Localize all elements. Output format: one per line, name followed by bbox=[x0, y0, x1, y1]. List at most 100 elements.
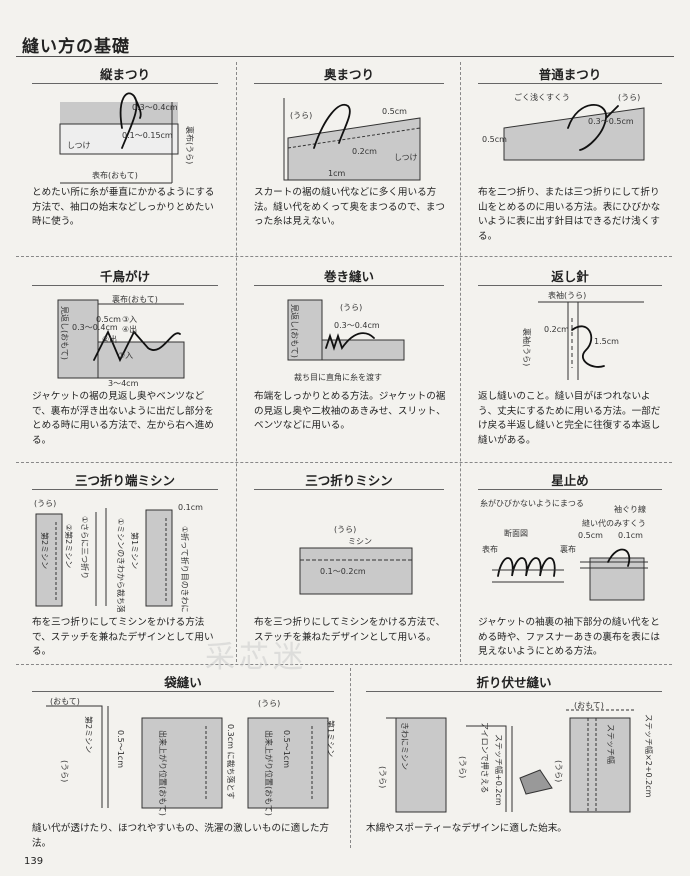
svg-text:(うら): (うら) bbox=[554, 760, 563, 782]
orifusenui-diagram: (おもて) きわにミシン (うら) アイロンで押さえる ステッチ幅+0.2cm … bbox=[378, 701, 654, 813]
heading-rule bbox=[32, 489, 218, 490]
technique-card: 千鳥がけ 裏布(おもて) 見返し(おもて) 0.3〜0.4cm 0.5cm ③入… bbox=[22, 266, 228, 460]
kaeshibari-diagram: 表袖(うら) 裏袖(うら) 0.2cm 1.5cm bbox=[522, 290, 644, 380]
svg-text:(おもて): (おもて) bbox=[50, 697, 80, 706]
svg-text:(うら): (うら) bbox=[618, 93, 640, 102]
technique-title: 袋縫い bbox=[164, 675, 202, 690]
technique-title: 三つ折り端ミシン bbox=[74, 473, 175, 488]
svg-text:裏布(うら): 裏布(うら) bbox=[185, 126, 195, 164]
svg-text:しつけ: しつけ bbox=[67, 141, 91, 150]
svg-text:②出: ②出 bbox=[102, 334, 117, 344]
svg-text:1.5cm: 1.5cm bbox=[594, 337, 619, 346]
svg-text:ごく浅くすくう: ごく浅くすくう bbox=[514, 92, 570, 102]
technique-title: 星止め bbox=[551, 473, 589, 488]
row-divider bbox=[16, 664, 672, 665]
column-divider bbox=[460, 62, 461, 662]
svg-text:0.3〜0.4cm: 0.3〜0.4cm bbox=[334, 321, 380, 330]
page-number: 139 bbox=[24, 856, 44, 867]
svg-text:(うら): (うら) bbox=[458, 756, 467, 778]
svg-text:(うら): (うら) bbox=[334, 525, 356, 534]
svg-text:出来上がり位置(おもて): 出来上がり位置(おもて) bbox=[264, 730, 274, 816]
mitsuori-hashi-mishin-diagram: (うら) ①さらに三つ折り ②第2ミシン 第2ミシン ①ミシンのきわから裁ち落と… bbox=[34, 499, 203, 612]
svg-text:表袖(うら): 表袖(うら) bbox=[548, 290, 586, 300]
technique-title: 三つ折りミシン bbox=[305, 473, 393, 488]
svg-text:0.1cm: 0.1cm bbox=[618, 531, 643, 540]
technique-description: とめたい所に糸が垂直にかかるようにする方法で、袖口の始末などしっかりとめたい時に… bbox=[32, 187, 215, 227]
svg-text:糸がひびかないようにまつる: 糸がひびかないようにまつる bbox=[480, 498, 584, 508]
svg-text:裏布: 裏布 bbox=[560, 544, 576, 554]
svg-text:0.3cm に裁ち落とす: 0.3cm に裁ち落とす bbox=[226, 724, 236, 799]
mitsuori-mishin-diagram: (うら) ミシン 0.1〜0.2cm bbox=[299, 525, 413, 595]
svg-text:(うら): (うら) bbox=[258, 699, 280, 708]
technique-card: 三つ折り端ミシン (うら) ①さらに三つ折り ②第2ミシン 第2ミシン ①ミシン… bbox=[22, 470, 228, 662]
svg-text:0.1cm: 0.1cm bbox=[178, 503, 203, 512]
svg-text:0.3〜0.4cm: 0.3〜0.4cm bbox=[132, 103, 178, 112]
svg-text:(うら): (うら) bbox=[60, 760, 69, 782]
svg-text:0.1〜0.2cm: 0.1〜0.2cm bbox=[320, 567, 366, 576]
svg-text:(おもて): (おもて) bbox=[574, 701, 604, 710]
technique-card: 三つ折りミシン (うら) ミシン 0.1〜0.2cm 布を三つ折りにしてミシンを… bbox=[244, 470, 454, 662]
technique-title: 普通まつり bbox=[538, 67, 602, 82]
svg-text:④出: ④出 bbox=[122, 324, 137, 334]
technique-title: 奥まつり bbox=[323, 67, 374, 82]
title-rule bbox=[16, 56, 674, 57]
fukuronui-diagram: (おもて) 第2ミシン 0.5〜1cm (うら) 出来上がり位置(おもて) 0.… bbox=[46, 697, 336, 816]
heading-rule bbox=[32, 285, 218, 286]
heading-rule bbox=[32, 83, 218, 84]
technique-description: 布を三つ折りにしてミシンをかける方法で、ステッチを兼ねたデザインとして用いる。 bbox=[254, 617, 446, 643]
svg-text:0.5〜1cm: 0.5〜1cm bbox=[116, 730, 125, 768]
row-divider bbox=[16, 462, 672, 463]
heading-rule bbox=[254, 83, 444, 84]
svg-text:ステッチ幅: ステッチ幅 bbox=[606, 724, 616, 764]
technique-card: 巻き縫い (うら) 見返し(おもて) 0.3〜0.4cm 裁ち目に直角に糸を渡す… bbox=[244, 266, 454, 460]
technique-title: 返し針 bbox=[551, 269, 589, 284]
svg-text:第2ミシン: 第2ミシン bbox=[84, 716, 94, 753]
svg-text:①ミシンのきわから裁ち落とす: ①ミシンのきわから裁ち落とす bbox=[116, 518, 126, 612]
hoshidome-diagram: 糸がひびかないようにまつる 断面図 表布 裏布 袖ぐり線 縫い代のみすくう 0.… bbox=[480, 498, 648, 601]
heading-rule bbox=[478, 83, 662, 84]
watermark: 采芯迷 bbox=[205, 640, 307, 675]
technique-description: 木綿やスポーティーなデザインに適した始末。 bbox=[366, 823, 567, 834]
svg-text:裏袖(うら): 裏袖(うら) bbox=[522, 328, 532, 366]
technique-description: スカートの裾の縫い代などに多く用いる方法。縫い代をめくって奥をまつるので、まつっ… bbox=[254, 187, 446, 227]
technique-card: 袋縫い (おもて) 第2ミシン 0.5〜1cm (うら) 出来上がり位置(おもて… bbox=[22, 672, 344, 852]
technique-card: 普通まつり ごく浅くすくう (うら) 0.3〜0.5cm 0.5cm 布を二つ折… bbox=[468, 64, 672, 254]
technique-description: 返し縫いのこと。縫い目がほつれないよう、丈夫にするために用いる方法。一部だけ戻る… bbox=[478, 391, 661, 446]
svg-text:0.5〜1cm: 0.5〜1cm bbox=[282, 730, 291, 768]
technique-card: 縦まつり 0.3〜0.4cm しつけ 0.1〜0.15cm 裏布(うら) 表布(… bbox=[22, 64, 228, 254]
svg-text:0.3〜0.4cm: 0.3〜0.4cm bbox=[72, 323, 118, 332]
heading-rule bbox=[366, 691, 662, 692]
svg-text:ステッチ幅×2+0.2cm: ステッチ幅×2+0.2cm bbox=[644, 714, 654, 798]
svg-text:②第2ミシン: ②第2ミシン bbox=[64, 524, 74, 568]
technique-title: 千鳥がけ bbox=[99, 269, 150, 284]
svg-text:表布: 表布 bbox=[482, 544, 498, 554]
technique-card: 折り伏せ縫い (おもて) きわにミシン (うら) アイロンで押さえる ステッチ幅… bbox=[356, 672, 672, 852]
column-divider bbox=[236, 62, 237, 662]
heading-rule bbox=[254, 285, 444, 286]
svg-text:第1ミシン: 第1ミシン bbox=[130, 532, 140, 569]
svg-text:裁ち目に直角に糸を渡す: 裁ち目に直角に糸を渡す bbox=[294, 372, 382, 382]
svg-text:1cm: 1cm bbox=[328, 169, 345, 178]
svg-text:0.5cm: 0.5cm bbox=[96, 315, 121, 324]
technique-description: ジャケットの裾の見返し奥やベンツなどで、裏布が浮き出ないように出だし部分をとめる… bbox=[32, 391, 214, 446]
svg-text:断面図: 断面図 bbox=[504, 528, 528, 538]
svg-text:縫い代のみすくう: 縫い代のみすくう bbox=[582, 518, 646, 528]
svg-text:0.5cm: 0.5cm bbox=[382, 107, 407, 116]
column-divider bbox=[350, 668, 351, 848]
svg-text:きわにミシン: きわにミシン bbox=[400, 722, 409, 770]
svg-text:裏布(おもて): 裏布(おもて) bbox=[112, 294, 158, 304]
svg-text:(うら): (うら) bbox=[290, 111, 312, 120]
svg-text:第2ミシン: 第2ミシン bbox=[40, 532, 50, 569]
svg-text:①さらに三つ折り: ①さらに三つ折り bbox=[80, 516, 90, 579]
okumatsuri-diagram: (うら) 0.5cm 1cm 0.2cm しつけ bbox=[283, 98, 421, 181]
chidorigake-diagram: 裏布(おもて) 見返し(おもて) 0.3〜0.4cm 0.5cm ③入 ④出 ②… bbox=[57, 294, 185, 388]
svg-text:①入: ①入 bbox=[118, 351, 133, 360]
svg-text:袖ぐり線: 袖ぐり線 bbox=[614, 504, 646, 514]
technique-card: 星止め 糸がひびかないようにまつる 断面図 表布 裏布 袖ぐり線 縫い代のみすく… bbox=[468, 470, 672, 662]
svg-text:①折って折り目のきわにミシン: ①折って折り目のきわにミシン bbox=[180, 526, 190, 612]
technique-description: 布端をしっかりとめる方法。ジャケットの裾の見返し奥や二枚袖のあきみせ、スリット、… bbox=[254, 391, 446, 431]
technique-title: 折り伏せ縫い bbox=[476, 675, 552, 690]
svg-text:見返し(おもて): 見返し(おもて) bbox=[290, 304, 299, 358]
technique-card: 返し針 表袖(うら) 裏袖(うら) 0.2cm 1.5cm 返し縫いのこと。縫い… bbox=[468, 266, 672, 460]
svg-text:見返し(おもて): 見返し(おもて) bbox=[60, 306, 69, 360]
